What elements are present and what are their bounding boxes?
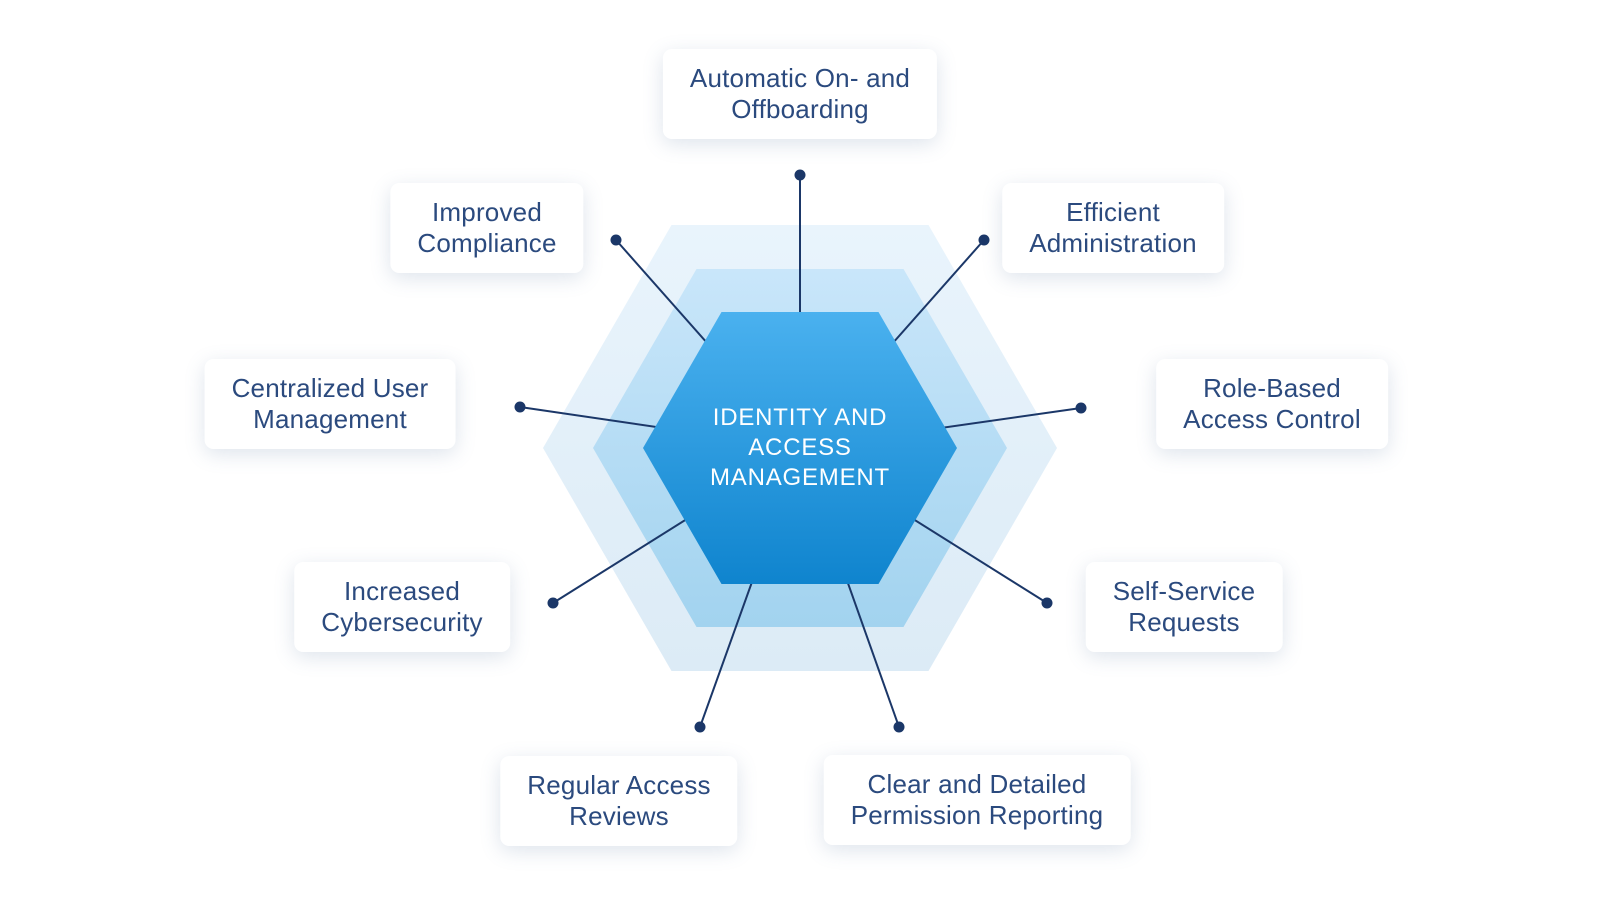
connector-dot-self-service-requests [1041, 597, 1053, 609]
connector-dot-centralized-user-management [514, 401, 526, 413]
node-card-regular-access-reviews: Regular Access Reviews [500, 756, 738, 846]
node-card-efficient-administration: Efficient Administration [1002, 183, 1224, 273]
node-card-improved-compliance: Improved Compliance [390, 183, 584, 273]
node-card-self-service-requests: Self-Service Requests [1085, 562, 1283, 652]
connector-dot-improved-compliance [610, 234, 622, 246]
node-card-centralized-user-management: Centralized User Management [204, 359, 456, 449]
connector-dot-clear-and-detailed-permission-reporting [893, 721, 905, 733]
connector-dots [514, 169, 1087, 733]
center-hexagon-label: IDENTITY AND ACCESS MANAGEMENT [709, 404, 890, 491]
connector-dot-automatic-on-and-offboarding [794, 169, 806, 181]
center-hexagon [643, 312, 957, 584]
connector-dot-increased-cybersecurity [547, 597, 559, 609]
node-card-role-based-access-control: Role-Based Access Control [1156, 359, 1388, 449]
connector-dot-role-based-access-control [1075, 402, 1087, 414]
node-card-increased-cybersecurity: Increased Cybersecurity [294, 562, 510, 652]
node-card-automatic-on-and-offboarding: Automatic On- and Offboarding [662, 49, 938, 139]
node-card-clear-and-detailed-permission-reporting: Clear and Detailed Permission Reporting [823, 755, 1131, 845]
connector-dot-efficient-administration [978, 234, 990, 246]
connector-dot-regular-access-reviews [694, 721, 706, 733]
